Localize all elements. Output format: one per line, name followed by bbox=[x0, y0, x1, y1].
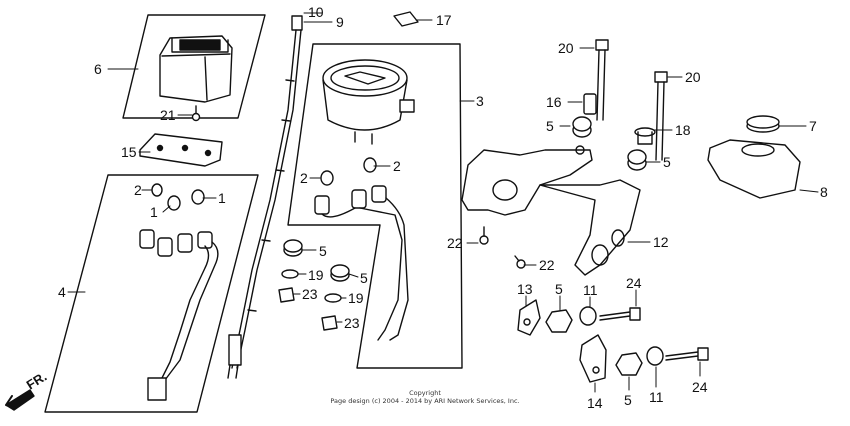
collar-part-18 bbox=[634, 127, 656, 145]
meter-bracket-part bbox=[461, 145, 641, 276]
callout-1-left: 1 bbox=[150, 204, 158, 220]
nut-part-5 bbox=[545, 309, 573, 333]
callout-20-left: 20 bbox=[558, 40, 574, 56]
front-direction-arrow bbox=[5, 389, 35, 411]
callout-5-lower-lower: 5 bbox=[624, 392, 632, 408]
cushion-ring-part-7 bbox=[746, 115, 780, 133]
mounting-plate-part bbox=[139, 133, 223, 167]
callout-5-mid-lower: 5 bbox=[360, 270, 368, 286]
washer-part-19 bbox=[324, 293, 342, 303]
screw-part-21 bbox=[191, 105, 201, 122]
washer-part-11 bbox=[646, 346, 664, 366]
callout-5-upper-right: 5 bbox=[546, 118, 554, 134]
callout-19-upper: 19 bbox=[308, 267, 324, 283]
callout-10: 10 bbox=[308, 4, 324, 20]
callout-6: 6 bbox=[94, 61, 102, 77]
rubber-grommet-part-2 bbox=[151, 183, 163, 197]
callout-5-bracket: 5 bbox=[663, 154, 671, 170]
callout-19-lower: 19 bbox=[348, 290, 364, 306]
callout-3: 3 bbox=[476, 93, 484, 109]
callout-15: 15 bbox=[121, 144, 137, 160]
rubber-grommet-part-2 bbox=[363, 157, 377, 173]
bulb-part-1 bbox=[191, 189, 205, 205]
leader-lines bbox=[67, 12, 819, 393]
callout-22-left: 22 bbox=[447, 235, 463, 251]
grommet-part-5 bbox=[283, 239, 350, 282]
callout-1-right: 1 bbox=[218, 190, 226, 206]
cable-clip-part bbox=[393, 11, 419, 27]
stay-part-13 bbox=[517, 299, 541, 336]
bolt-part-24 bbox=[665, 347, 709, 361]
rubber-grommet-part-2 bbox=[320, 170, 334, 186]
callout-23-lower: 23 bbox=[344, 315, 360, 331]
callout-24-upper: 24 bbox=[626, 275, 642, 291]
wire-harness-part bbox=[139, 229, 219, 401]
callout-11-upper: 11 bbox=[583, 282, 598, 298]
callout-9: 9 bbox=[336, 14, 344, 30]
indicator-case-part-8 bbox=[707, 139, 801, 199]
front-direction-label: FR. bbox=[24, 369, 50, 393]
callout-11-lower: 11 bbox=[649, 389, 664, 405]
callout-21: 21 bbox=[160, 107, 176, 123]
callout-5-mid-upper: 5 bbox=[319, 243, 327, 259]
nut-part-5 bbox=[615, 352, 643, 376]
grommet-part-5 bbox=[572, 116, 647, 171]
meter-cover-part bbox=[159, 35, 233, 103]
callout-13: 13 bbox=[517, 281, 533, 297]
callout-2-lower: 2 bbox=[134, 182, 142, 198]
stay-part-14 bbox=[579, 334, 607, 383]
callout-16: 16 bbox=[546, 94, 562, 110]
callout-22-right: 22 bbox=[539, 257, 555, 273]
speedometer-cable-part bbox=[227, 15, 303, 379]
callout-4: 4 bbox=[58, 284, 66, 300]
speedometer-part bbox=[322, 59, 415, 145]
bolt-part-24 bbox=[599, 307, 641, 321]
bulb-part-1 bbox=[167, 195, 181, 211]
bolt-part-20 bbox=[595, 39, 668, 161]
callout-5-lower-upper: 5 bbox=[555, 281, 563, 297]
callout-18: 18 bbox=[675, 122, 691, 138]
copyright-line-2: Page design (c) 2004 - 2014 by ARI Netwo… bbox=[330, 397, 520, 405]
callout-2-upper-left: 2 bbox=[300, 170, 308, 186]
callout-20-right: 20 bbox=[685, 69, 701, 85]
callout-8: 8 bbox=[820, 184, 828, 200]
callout-12: 12 bbox=[653, 234, 669, 250]
callout-17: 17 bbox=[436, 12, 452, 28]
panel-outline-wire-harness bbox=[44, 174, 259, 413]
callout-7: 7 bbox=[809, 118, 817, 134]
callout-14: 14 bbox=[587, 395, 603, 411]
screw-part-22 bbox=[479, 226, 526, 269]
collar-part-16 bbox=[583, 93, 597, 115]
bulb-socket-part bbox=[314, 185, 409, 341]
panel-outline-tachometer-cover bbox=[122, 14, 266, 119]
washer-part-19 bbox=[281, 269, 299, 279]
washer-part-11 bbox=[579, 306, 597, 326]
nut-part-23 bbox=[278, 287, 338, 331]
callout-24-lower: 24 bbox=[692, 379, 708, 395]
callout-2-upper-right: 2 bbox=[393, 158, 401, 174]
callout-23-upper: 23 bbox=[302, 286, 318, 302]
copyright-line-1: Copyright bbox=[409, 389, 441, 397]
panel-outline-speedometer bbox=[287, 43, 463, 369]
